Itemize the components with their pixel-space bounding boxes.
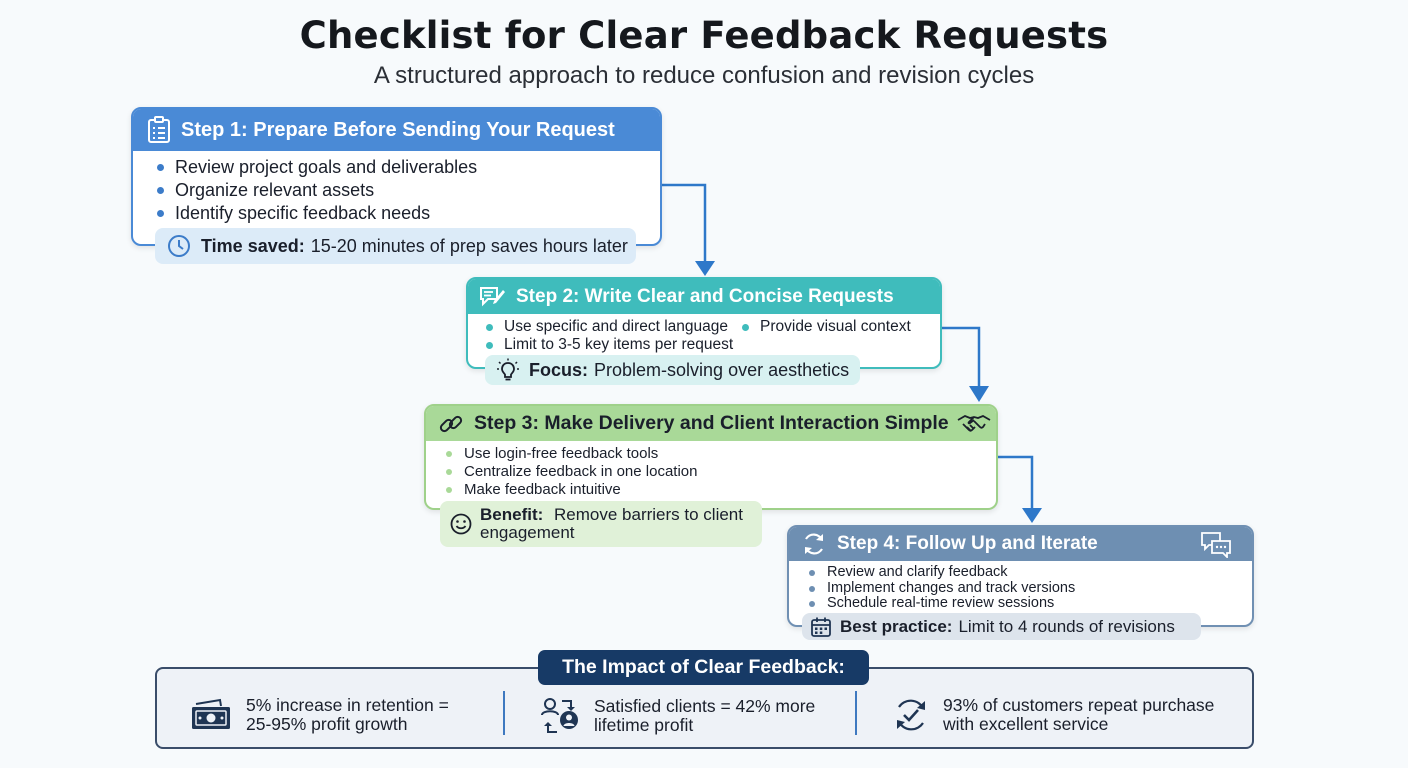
step-3-note-body: Benefit: Remove barriers to client engag…: [480, 506, 760, 542]
refresh-icon: [801, 531, 827, 557]
link-icon: [438, 411, 464, 437]
step-4-note-text: Limit to 4 rounds of revisions: [958, 616, 1175, 636]
step-4-card: Step 4: Follow Up and Iterate Review and…: [787, 525, 1254, 627]
step-2-bullet: Use specific and direct language: [484, 318, 733, 336]
calendar-icon: [810, 616, 832, 638]
handshake-icon: [957, 412, 991, 436]
step-2-list: Use specific and direct language Limit t…: [484, 318, 733, 354]
connector-arrow-3-4: [998, 455, 1042, 523]
step-1-bullet: Review project goals and deliverables: [155, 156, 477, 179]
step-2-title: Step 2: Write Clear and Concise Requests: [516, 285, 894, 307]
step-3-bullet: Make feedback intuitive: [444, 481, 697, 499]
step-2-bullet: Provide visual context: [740, 318, 911, 336]
impact-stat-retention: 5% increase in retention = 25-95% profit…: [190, 696, 480, 734]
impact-stat-repeat: 93% of customers repeat purchase with ex…: [893, 696, 1233, 734]
step-3-list: Use login-free feedback tools Centralize…: [444, 445, 697, 499]
impact-divider: [503, 691, 505, 735]
step-3-note-label: Benefit:: [480, 505, 544, 524]
step-4-note-label: Best practice:: [840, 616, 953, 636]
step-3-header: Step 3: Make Delivery and Client Interac…: [426, 406, 996, 441]
money-icon: [190, 698, 232, 732]
impact-stat-text: 5% increase in retention = 25-95% profit…: [246, 695, 449, 734]
chat-bubbles-icon: [1200, 530, 1232, 558]
step-2-note-label: Focus:: [529, 359, 589, 380]
connector-arrow-2-3: [942, 326, 989, 402]
step-1-title: Step 1: Prepare Before Sending Your Requ…: [181, 118, 615, 141]
smiley-icon: [450, 513, 472, 535]
impact-divider: [855, 691, 857, 735]
check-cycle-icon: [893, 697, 929, 733]
step-1-card: Step 1: Prepare Before Sending Your Requ…: [131, 107, 662, 246]
step-3-bullet: Centralize feedback in one location: [444, 463, 697, 481]
step-1-header: Step 1: Prepare Before Sending Your Requ…: [133, 109, 660, 151]
step-2-note: Focus: Problem-solving over aesthetics: [485, 355, 860, 385]
users-exchange-icon: [540, 696, 580, 736]
step-4-title: Step 4: Follow Up and Iterate: [837, 533, 1098, 554]
page-title: Checklist for Clear Feedback Requests: [299, 14, 1109, 57]
step-3-note: Benefit: Remove barriers to client engag…: [440, 501, 762, 547]
step-1-bullet: Organize relevant assets: [155, 179, 477, 202]
step-3-bullet: Use login-free feedback tools: [444, 445, 697, 463]
step-4-bullet: Implement changes and track versions: [807, 580, 1075, 597]
impact-title: The Impact of Clear Feedback:: [538, 650, 869, 685]
lightbulb-icon: [497, 358, 519, 382]
step-1-note-label: Time saved:: [201, 235, 305, 256]
impact-stat-text: Satisfied clients = 42% more lifetime pr…: [594, 696, 816, 735]
step-3-note-text: Remove barriers to client engagement: [480, 505, 743, 542]
clipboard-icon: [147, 116, 171, 144]
step-1-note-text: 15-20 minutes of prep saves hours later: [310, 235, 628, 256]
edit-note-icon: [478, 285, 506, 309]
page-subtitle: A structured approach to reduce confusio…: [373, 62, 1035, 89]
step-1-note: Time saved: 15-20 minutes of prep saves …: [155, 228, 636, 264]
step-4-header: Step 4: Follow Up and Iterate: [789, 527, 1252, 561]
step-1-bullet: Identify specific feedback needs: [155, 202, 477, 225]
impact-stat-clients: Satisfied clients = 42% more lifetime pr…: [540, 696, 840, 736]
step-2-note-text: Problem-solving over aesthetics: [594, 359, 850, 380]
step-4-bullet: Schedule real-time review sessions: [807, 595, 1075, 612]
impact-stat-text: 93% of customers repeat purchase with ex…: [943, 695, 1215, 734]
step-4-bullet: Review and clarify feedback: [807, 564, 1075, 581]
step-3-card: Step 3: Make Delivery and Client Interac…: [424, 404, 998, 510]
step-2-bullet: Limit to 3-5 key items per request: [484, 336, 733, 354]
step-3-title: Step 3: Make Delivery and Client Interac…: [474, 412, 949, 434]
clock-icon: [167, 234, 191, 258]
step-4-list: Review and clarify feedback Implement ch…: [807, 564, 1075, 612]
connector-arrow-1-2: [662, 183, 715, 276]
step-2-header: Step 2: Write Clear and Concise Requests: [468, 279, 940, 314]
step-2-list-right: Provide visual context: [740, 318, 911, 336]
step-4-note: Best practice: Limit to 4 rounds of revi…: [802, 613, 1201, 640]
step-1-list: Review project goals and deliverables Or…: [155, 156, 477, 225]
